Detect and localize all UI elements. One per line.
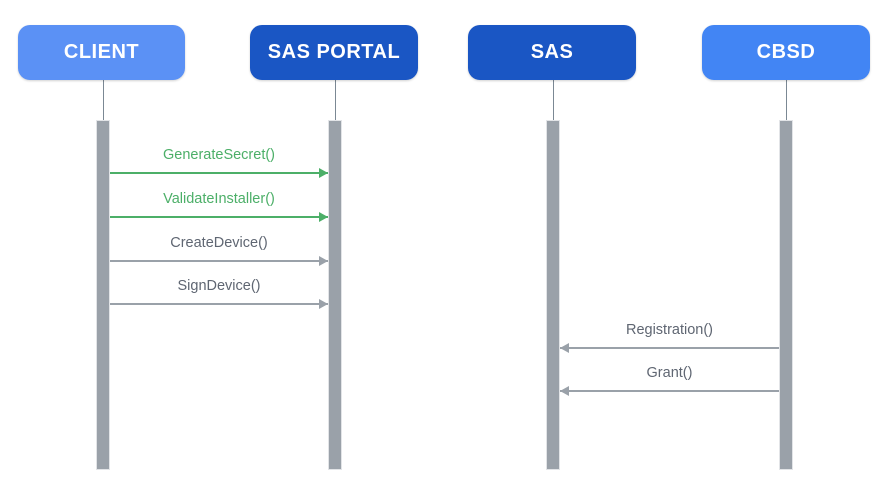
message-label-sign-device: SignDevice() <box>177 278 261 294</box>
activation-bar-sas-portal <box>328 120 342 470</box>
message-line-create-device <box>110 260 328 262</box>
message-label-grant: Grant() <box>646 365 693 381</box>
message-label-generate-secret: GenerateSecret() <box>162 147 276 163</box>
activation-bar-cbsd <box>779 120 793 470</box>
message-arrowhead-grant <box>560 386 569 396</box>
actor-box-sas[interactable]: SAS <box>468 25 636 80</box>
lifeline-client <box>103 80 104 120</box>
message-arrowhead-validate-installer <box>319 212 328 222</box>
message-arrowhead-registration <box>560 343 569 353</box>
lifeline-cbsd <box>786 80 787 120</box>
message-line-validate-installer <box>110 216 328 218</box>
actor-label-sas-portal: SAS PORTAL <box>267 41 401 63</box>
actor-box-sas-portal[interactable]: SAS PORTAL <box>250 25 418 80</box>
activation-bar-client <box>96 120 110 470</box>
message-arrowhead-sign-device <box>319 299 328 309</box>
message-label-validate-installer: ValidateInstaller() <box>163 191 275 207</box>
message-line-sign-device <box>110 303 328 305</box>
message-arrowhead-create-device <box>319 256 328 266</box>
activation-bar-sas <box>546 120 560 470</box>
message-label-create-device: CreateDevice() <box>170 235 268 251</box>
actor-label-sas: SAS <box>530 41 574 63</box>
message-line-generate-secret <box>110 172 328 174</box>
actor-box-cbsd[interactable]: CBSD <box>702 25 870 80</box>
message-line-registration <box>560 347 779 349</box>
lifeline-sas-portal <box>335 80 336 120</box>
actor-label-cbsd: CBSD <box>756 41 816 63</box>
message-arrowhead-generate-secret <box>319 168 328 178</box>
message-line-grant <box>560 390 779 392</box>
actor-label-client: CLIENT <box>63 41 140 63</box>
lifeline-sas <box>553 80 554 120</box>
actor-box-client[interactable]: CLIENT <box>18 25 185 80</box>
message-label-registration: Registration() <box>625 322 714 338</box>
